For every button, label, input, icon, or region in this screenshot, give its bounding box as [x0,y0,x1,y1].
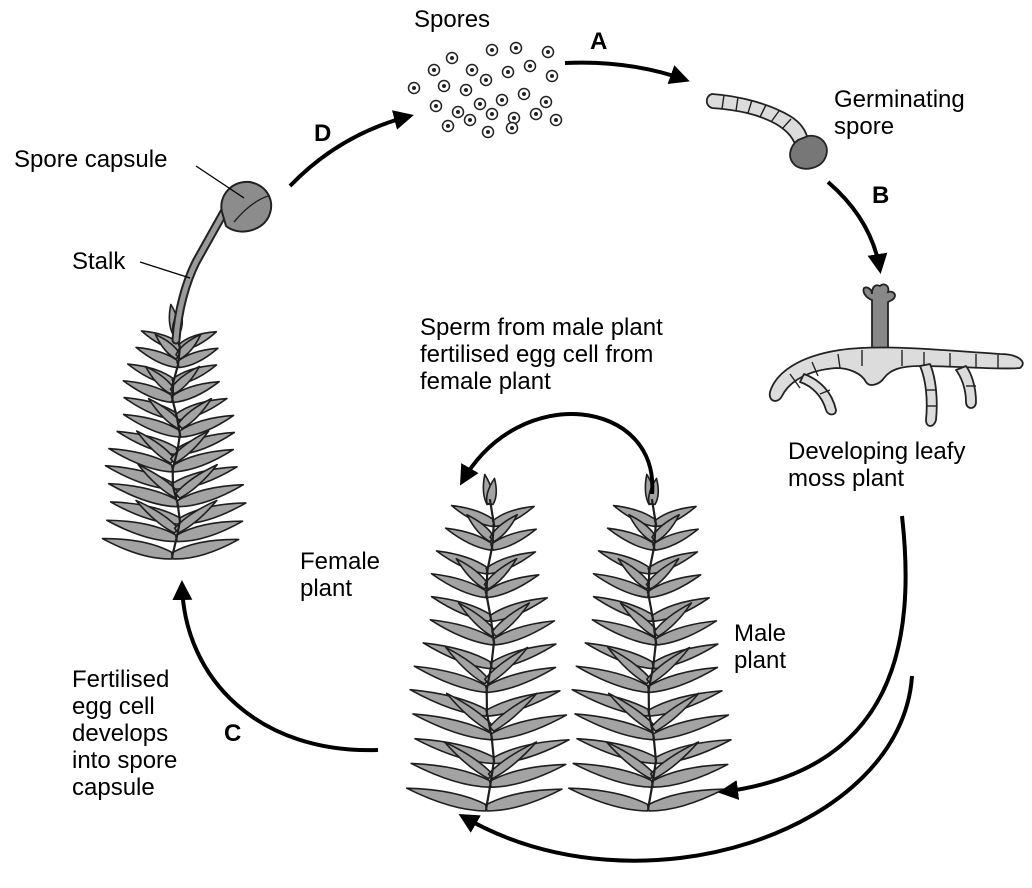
step-b-label: B [872,182,889,210]
stalk-leader-line [140,262,190,278]
spore-capsule-label: Spore capsule [14,146,167,173]
spore-dot-core [490,112,494,116]
spore-dot-core [500,98,504,102]
moss-leaf [102,539,173,559]
spore-dot-core [478,102,482,106]
spore-dot-core [456,110,460,114]
spore-dot-core [528,64,532,68]
capsule-leader-line [196,166,244,198]
step-a-label: A [590,28,607,56]
spore-dot-core [510,126,514,130]
spore-dot-core [554,118,558,122]
moss-leaf [486,789,562,811]
spore-dot-core [446,124,450,128]
spore-dot-core [512,116,516,120]
spore-dot-core [434,104,438,108]
moss-leaf [172,539,239,559]
spore-dot-core [464,88,468,92]
male-plant-label: Male plant [734,620,786,674]
fertilised-egg-label: Fertilised egg cell develops into spore … [72,666,177,801]
sperm-fertilisation-label: Sperm from male plant fertilised egg cel… [420,314,663,395]
female-plant-label: Female plant [300,548,380,602]
spore-dot-core [534,112,538,116]
spore-dot-core [546,50,550,54]
step-d-label: D [314,120,331,148]
germinating-spore-label: Germinating spore [834,86,965,140]
arrow-sperm [462,414,652,494]
moss-leaf [648,789,724,811]
spore-dot-core [484,78,488,82]
spore-dot-core [490,48,494,52]
spore-dot-core [522,92,526,96]
step-c-label: C [224,720,241,748]
spore-dot-core [544,100,548,104]
spore-dot-core [432,68,436,72]
spores-cluster [409,43,562,138]
spore-dot-core [412,86,416,90]
developing-plant-label: Developing leafy moss plant [788,438,965,492]
spore-dot-core [486,130,490,134]
spore-dot-core [550,74,554,78]
arrow-c [182,584,378,750]
moss-leaf [569,788,649,811]
spore-dot-core [450,56,454,60]
spores-label: Spores [414,6,490,33]
spore-capsule-drawing [176,182,271,340]
moss-leaf [407,788,487,811]
spore-dot-core [506,70,510,74]
stalk-label: Stalk [72,248,125,275]
arrow-a [565,63,686,80]
developing-moss-drawing [770,284,1023,426]
spore-dot-core [468,118,472,122]
arrow-d [290,116,410,186]
germinating-spore-drawing [707,94,827,169]
spore-dot-core [514,46,518,50]
spore-dot-core [470,68,474,72]
spore-dot-core [442,84,446,88]
